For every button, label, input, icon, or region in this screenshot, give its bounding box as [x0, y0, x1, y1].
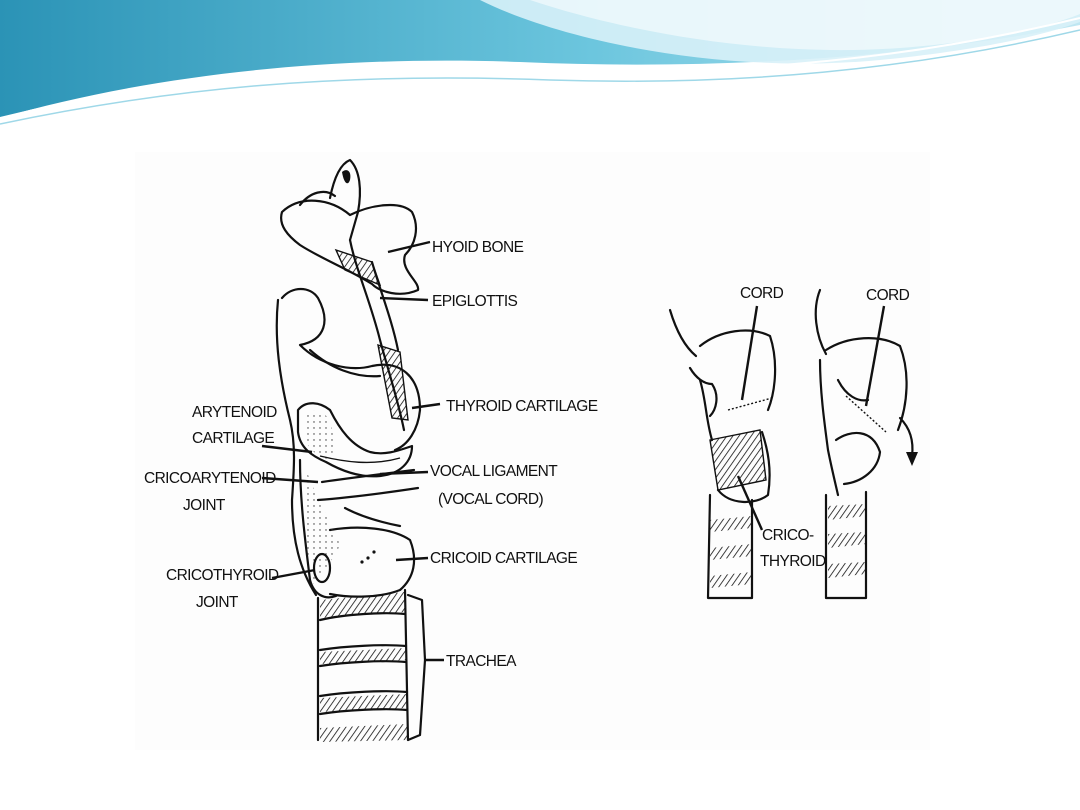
- label-cricothyroid-line1: CRICOTHYROID: [166, 567, 279, 584]
- label-cricoarytenoid-line2: JOINT: [183, 497, 226, 514]
- label-hyoid-bone: HYOID BONE: [432, 239, 524, 256]
- label-crico-line2: THYROID: [760, 553, 826, 570]
- cricothyroid-action-views: [668, 288, 918, 600]
- label-epiglottis: EPIGLOTTIS: [432, 293, 518, 310]
- leader-cricothyroid: [736, 475, 764, 531]
- leader-cricoarytenoid: [261, 476, 319, 484]
- label-crico-line1: CRICO-: [762, 527, 814, 544]
- leader-vocal-ligament: [379, 470, 429, 476]
- rotation-arrow-icon: [906, 452, 918, 466]
- label-cricoid-cartilage: CRICOID CARTILAGE: [430, 550, 577, 567]
- label-arytenoid-line1: ARYTENOID: [192, 404, 277, 421]
- diagram-panel: [135, 152, 930, 750]
- leader-arytenoid: [261, 444, 313, 454]
- leader-thyroid: [411, 402, 441, 410]
- leader-cord-left: [740, 305, 759, 401]
- leader-epiglottis: [379, 296, 429, 302]
- label-vocal-ligament-line1: VOCAL LIGAMENT: [430, 463, 558, 480]
- label-cord-left: CORD: [740, 285, 784, 302]
- label-vocal-ligament-line2: (VOCAL CORD): [438, 491, 543, 508]
- leader-cricothyroid: [271, 568, 316, 580]
- larynx-side-view: [261, 158, 444, 742]
- label-thyroid-cartilage: THYROID CARTILAGE: [446, 398, 598, 415]
- leader-cord-right: [864, 305, 886, 407]
- label-cord-right: CORD: [866, 287, 910, 304]
- label-trachea: TRACHEA: [446, 653, 517, 670]
- leader-hyoid: [387, 240, 431, 254]
- header-wave-banner: [0, 0, 1080, 125]
- label-cricothyroid-line2: JOINT: [196, 594, 239, 611]
- label-arytenoid-line2: CARTILAGE: [192, 430, 274, 447]
- label-cricoarytenoid-line1: CRICOARYTENOID: [144, 470, 276, 487]
- leader-cricoid: [395, 556, 429, 562]
